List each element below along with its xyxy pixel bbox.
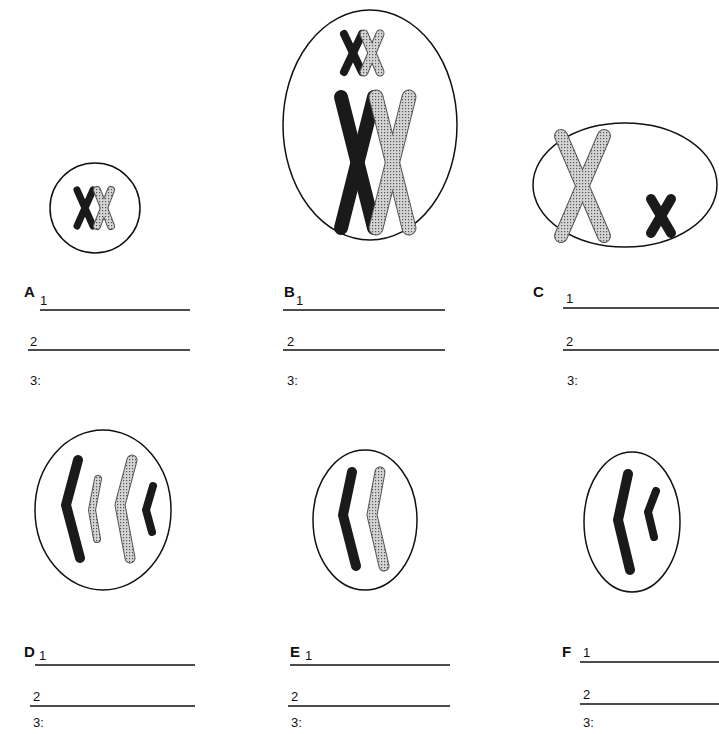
question-number: 2	[583, 688, 590, 701]
question-number: 1	[296, 294, 303, 307]
panel-letter: C	[533, 284, 544, 299]
panel-letter: D	[24, 644, 35, 659]
question-number: 2	[30, 335, 37, 348]
panel-letter: A	[24, 284, 35, 299]
cell-outline	[533, 123, 717, 247]
question-number: 1	[566, 292, 573, 305]
question-number: 3:	[33, 716, 44, 729]
cell-outline	[283, 10, 457, 240]
question-number: 2	[33, 690, 40, 703]
panel-letter: F	[562, 644, 571, 659]
question-number: 3:	[30, 374, 41, 387]
question-number: 3:	[287, 374, 298, 387]
question-number: 3:	[291, 716, 302, 729]
panel-letter: E	[290, 644, 300, 659]
question-number: 2	[566, 335, 573, 348]
question-number: 3:	[583, 716, 594, 729]
cell-outline	[50, 163, 140, 253]
question-number: 1	[40, 294, 47, 307]
question-number: 3:	[567, 374, 578, 387]
cell-outline	[584, 452, 680, 592]
question-number: 1	[305, 649, 312, 662]
cell-outline	[35, 430, 171, 590]
chromosome-dark	[66, 34, 671, 570]
question-number: 1	[39, 649, 46, 662]
cell-outline	[313, 450, 417, 590]
question-number: 2	[291, 690, 298, 703]
chromosome-hatched	[92, 34, 604, 566]
question-number: 2	[287, 335, 294, 348]
question-number: 1	[583, 646, 590, 659]
panel-letter: B	[284, 284, 295, 299]
